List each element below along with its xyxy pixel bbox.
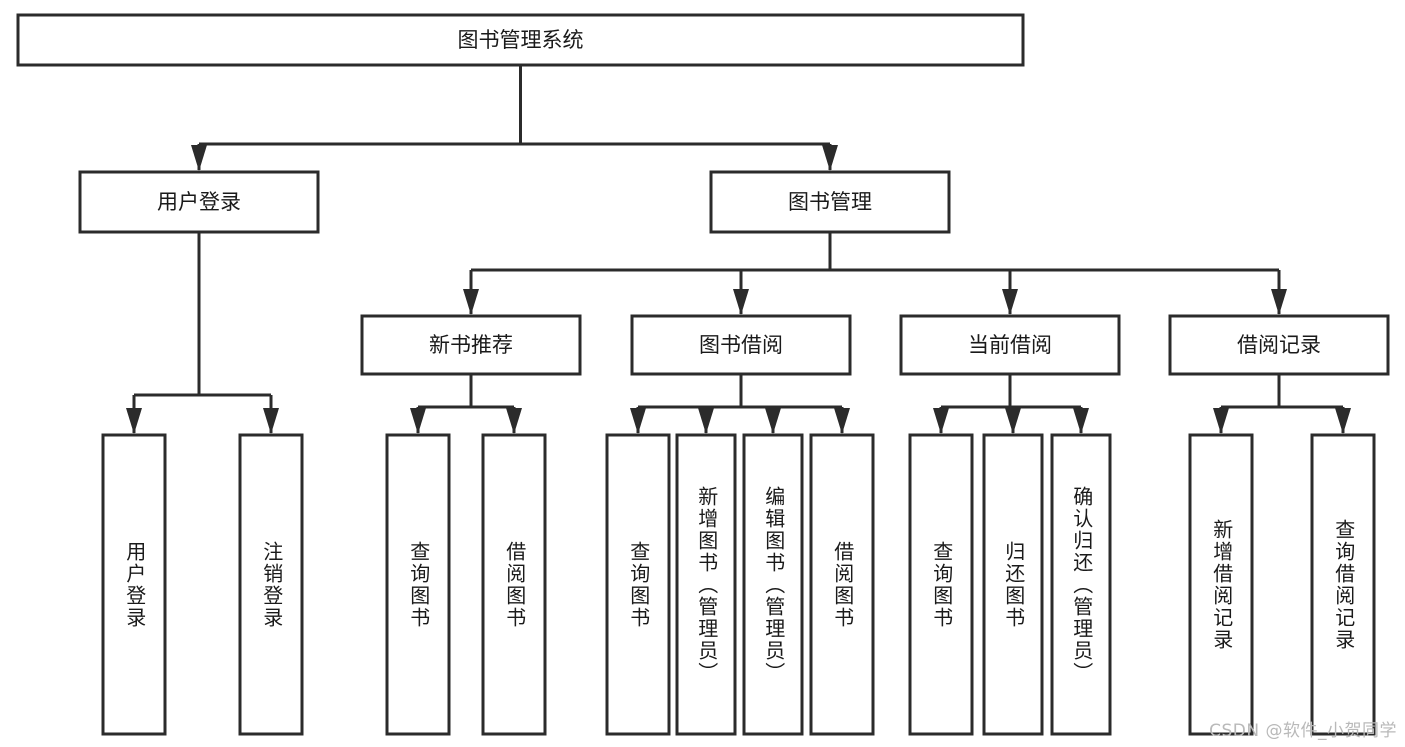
arrow-head-icon (630, 408, 646, 434)
node-leaf-10[interactable] (1050, 433, 1112, 736)
arrow-head-icon (1213, 408, 1229, 434)
node-level2-1[interactable]: 图书借阅 (630, 314, 852, 376)
node-leaf-12-box[interactable] (1310, 433, 1376, 736)
node-root-book-management-system-label: 图书管理系统 (458, 28, 584, 52)
node-level1-0[interactable]: 用户登录 (78, 170, 320, 234)
node-leaf-2-box[interactable] (385, 433, 451, 736)
arrow-head-icon (1073, 408, 1089, 434)
node-leaf-4-box[interactable] (605, 433, 671, 736)
arrow-head-icon (765, 408, 781, 434)
node-level1-0-box[interactable] (78, 170, 320, 234)
node-leaf-3-box[interactable] (481, 433, 547, 736)
node-level2-0-box[interactable] (360, 314, 582, 376)
node-leaf-7[interactable] (809, 433, 875, 736)
node-root-book-management-system[interactable]: 图书管理系统 (16, 13, 1025, 67)
node-leaf-1-box[interactable] (238, 433, 304, 736)
node-root-book-management-system-box[interactable] (16, 13, 1025, 67)
node-leaf-1[interactable] (238, 433, 304, 736)
node-leaf-8-box[interactable] (908, 433, 974, 736)
arrow-head-icon (1002, 289, 1018, 315)
arrow-head-icon (191, 145, 207, 171)
node-level1-1-box[interactable] (709, 170, 951, 234)
node-leaf-8[interactable] (908, 433, 974, 736)
node-level1-1[interactable]: 图书管理 (709, 170, 951, 234)
arrow-head-icon (506, 408, 522, 434)
node-level2-3-label: 借阅记录 (1237, 333, 1321, 357)
arrow-head-icon (410, 408, 426, 434)
node-leaf-6-box[interactable] (742, 433, 804, 736)
node-level1-0-label: 用户登录 (157, 190, 241, 214)
arrow-head-icon (834, 408, 850, 434)
node-level2-2-label: 当前借阅 (968, 333, 1052, 357)
arrow-head-icon (933, 408, 949, 434)
arrow-head-icon (698, 408, 714, 434)
arrow-head-icon (1335, 408, 1351, 434)
arrow-head-icon (463, 289, 479, 315)
connector-layer (126, 65, 1351, 434)
node-leaf-6[interactable] (742, 433, 804, 736)
node-leaf-7-box[interactable] (809, 433, 875, 736)
node-leaf-0-box[interactable] (101, 433, 167, 736)
node-leaf-11-box[interactable] (1188, 433, 1254, 736)
node-leaf-2[interactable] (385, 433, 451, 736)
arrow-head-icon (733, 289, 749, 315)
node-leaf-9[interactable] (982, 433, 1044, 736)
node-leaf-3[interactable] (481, 433, 547, 736)
node-leaf-4[interactable] (605, 433, 671, 736)
arrow-head-icon (1271, 289, 1287, 315)
node-level2-3-box[interactable] (1168, 314, 1390, 376)
node-leaf-5-box[interactable] (675, 433, 737, 736)
node-leaf-11[interactable] (1188, 433, 1254, 736)
node-level2-1-label: 图书借阅 (699, 333, 783, 357)
node-level2-0-label: 新书推荐 (429, 333, 513, 357)
node-level2-1-box[interactable] (630, 314, 852, 376)
node-level2-0[interactable]: 新书推荐 (360, 314, 582, 376)
node-level1-1-label: 图书管理 (788, 190, 872, 214)
node-leaf-9-box[interactable] (982, 433, 1044, 736)
node-level2-2-box[interactable] (899, 314, 1121, 376)
arrow-head-icon (126, 408, 142, 434)
arrow-head-icon (1005, 408, 1021, 434)
node-leaf-10-box[interactable] (1050, 433, 1112, 736)
node-leaf-0[interactable] (101, 433, 167, 736)
node-leaf-12[interactable] (1310, 433, 1376, 736)
watermark-text: CSDN @软件_小贺同学 (1209, 721, 1397, 741)
node-level2-2[interactable]: 当前借阅 (899, 314, 1121, 376)
node-leaf-5[interactable] (675, 433, 737, 736)
node-level2-3[interactable]: 借阅记录 (1168, 314, 1390, 376)
arrow-head-icon (263, 408, 279, 434)
arrow-head-icon (822, 145, 838, 171)
